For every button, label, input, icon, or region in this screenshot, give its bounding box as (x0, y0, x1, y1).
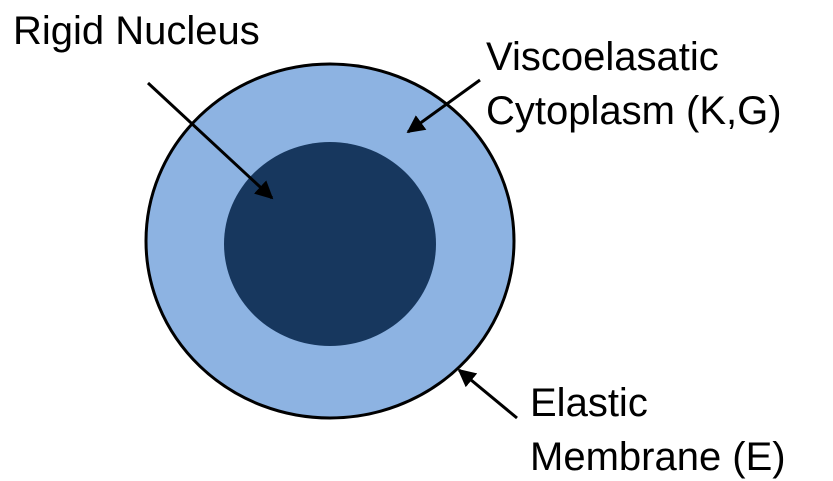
nucleus-label: Rigid Nucleus (13, 9, 260, 53)
cytoplasm-label-line2: Cytoplasm (K,G) (486, 89, 782, 133)
membrane-label-line2: Membrane (E) (530, 435, 786, 479)
nucleus-region (224, 142, 436, 346)
membrane-label-line1: Elastic (530, 381, 648, 425)
membrane-arrow (459, 370, 517, 418)
cytoplasm-label-line1: Viscoelasatic (486, 35, 719, 79)
